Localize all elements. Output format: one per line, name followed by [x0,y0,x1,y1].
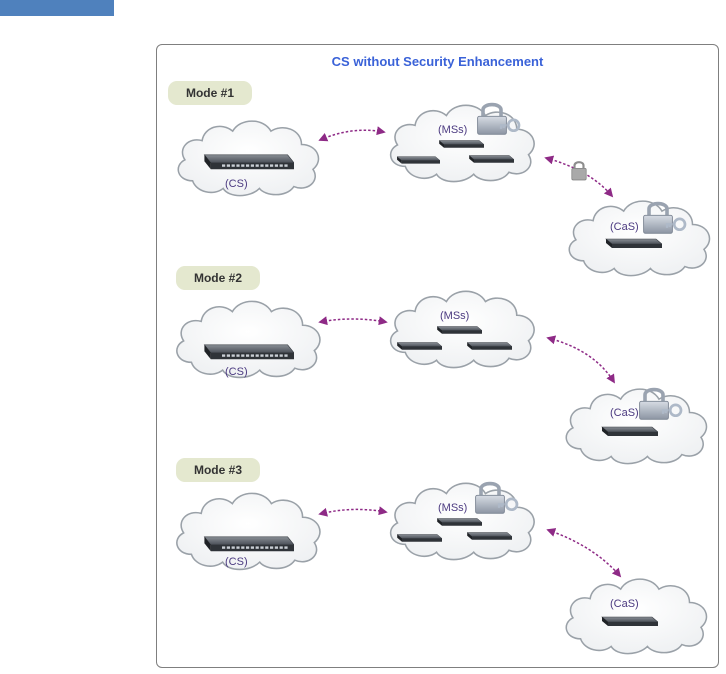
header-tab-bar [0,0,114,16]
lock-icon [637,387,683,422]
cs-cloud-2 [176,300,321,379]
lock-icon [475,102,521,137]
ms-switch-2c [466,342,512,351]
link-arrow-cs-ms-3 [318,506,388,517]
cas-cloud-1 [568,200,711,277]
link-arrow-ms-cas-2 [546,335,615,384]
ms-switch-3c [466,532,512,541]
mode-3-group [176,481,708,655]
ms-switch-3b [396,534,442,543]
ms-label-3: (MSs) [438,502,468,514]
ms-switch-3a [436,518,482,527]
cas-cloud-2 [565,388,708,465]
diagram-title: CS without Security Enhancement [331,54,544,69]
cs-label-2: (CS) [225,366,248,378]
ms-switch-2a [436,326,482,335]
mode-badge-3: Mode #3 [176,458,260,482]
cs-switch-3 [203,536,294,552]
cas-switch-2 [601,426,658,437]
cas-switch-3 [601,616,658,627]
cas-label-3: (CaS) [610,598,639,610]
cas-switch-1 [605,238,662,249]
mode-1-group [177,102,711,277]
mode-badge-2: Mode #2 [176,266,260,290]
ms-switch-1b [396,156,440,164]
cas-cloud-3 [565,578,708,655]
ms-label-1: (MSs) [438,124,468,136]
cs-switch-1 [203,154,294,170]
cs-label-3: (CS) [225,556,248,568]
ms-label-2: (MSs) [440,310,470,322]
small-lock-icon [570,161,588,182]
cas-label-2: (CaS) [610,407,639,419]
link-arrow-cs-ms-1 [318,126,386,142]
cs-cloud-3 [176,492,321,571]
mode-badge-1: Mode #1 [168,81,252,105]
cas-label-1: (CaS) [610,221,639,233]
ms-switch-1c [468,155,514,164]
link-arrow-cs-ms-2 [318,316,388,326]
ms-switch-2b [396,342,442,351]
link-arrow-ms-cas-3 [546,528,622,578]
ms-switch-1a [438,140,484,149]
cs-switch-2 [203,344,294,360]
mode-2-group [176,290,708,465]
lock-icon [473,481,519,516]
cs-label-1: (CS) [225,178,248,190]
